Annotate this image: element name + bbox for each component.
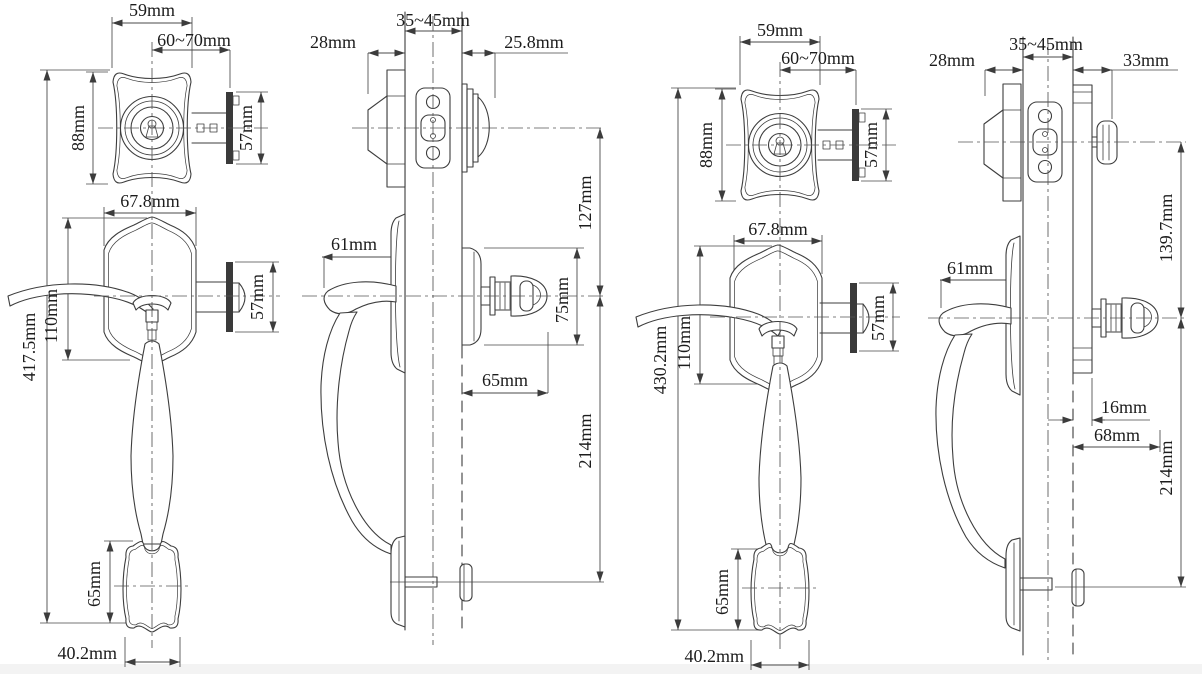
dim-bottom-plate-width-b: 40.2mm [684,646,744,666]
dim-interior-knob-projection-a: 65mm [482,370,528,390]
view-model-a-side: 28mm 35~45mm 25.8mm 127mm 61mm 75mm 65mm… [302,10,604,645]
bolt-washer [1071,568,1085,607]
dim-bottom-plate-height-a: 65mm [84,561,104,607]
dim-rosette-height-b: 88mm [696,122,716,168]
mounting-bolt [1019,577,1053,591]
dim-interior-plate-thickness-b: 16mm [1101,397,1147,417]
dim-backset-b: 60~70mm [781,48,855,68]
dim-door-thickness-b: 35~45mm [1009,34,1083,54]
dim-latch-plate-top-a: 57mm [236,105,256,151]
view-model-b-front: 59mm 60~70mm 88mm 57mm 67.8mm 110mm 430.… [635,20,900,670]
dim-bottom-plate-width-a: 40.2mm [57,643,117,663]
deadbolt-thumbturn [1091,120,1118,165]
interior-rose-profile [461,247,482,346]
interior-trim-plate [1072,84,1093,374]
page-edge-band [0,664,1202,674]
dim-interior-knob-projection-b: 68mm [1094,425,1140,445]
dim-overall-height-b: 430.2mm [650,326,670,395]
dim-door-thickness-a: 35~45mm [396,10,470,30]
view-model-a-front: 59mm 60~70mm 88mm 57mm 67.8mm 110mm 417.… [7,0,280,667]
dim-escutcheon-width-b: 67.8mm [748,219,808,239]
handle-latch [819,282,870,354]
deadbolt-exterior-housing [983,83,1022,202]
dim-latch-plate-top-b: 57mm [861,122,881,168]
dim-latch-plate-mid-b: 57mm [868,295,888,341]
dim-handle-to-bottom-a: 214mm [575,413,595,468]
dim-interior-rose-height-a: 75mm [552,277,572,323]
dim-rosette-width-b: 59mm [757,20,803,40]
dim-interior-rose-projection-a: 25.8mm [504,32,564,52]
grip-handle-side [320,311,392,555]
escutcheon-side-profile [390,213,406,374]
dim-overall-height-a: 417.5mm [19,313,39,382]
dim-deadbolt-to-handle-a: 127mm [575,175,595,230]
escutcheon-side-profile [1005,235,1021,396]
grip-bottom-plate-side [390,535,406,628]
dim-latch-plate-mid-a: 57mm [247,274,267,320]
dim-escutcheon-width-a: 67.8mm [120,191,180,211]
dim-handle-projection-b: 61mm [947,258,993,278]
dim-exterior-projection-a: 28mm [310,32,356,52]
deadbolt-exterior-housing [367,69,406,188]
dim-escutcheon-height-b: 110mm [674,316,694,370]
dim-backset-a: 60~70mm [157,30,231,50]
dim-exterior-projection-b: 28mm [929,50,975,70]
handle-latch [195,261,246,333]
dim-bottom-plate-height-b: 65mm [712,569,732,615]
grip-bottom-plate-side [1005,537,1021,632]
dim-handle-to-bottom-b: 214mm [1156,440,1176,495]
dim-handle-projection-a: 61mm [331,234,377,254]
thumb-lever-side [323,281,397,315]
view-model-b-side: 28mm 35~45mm 33mm 139.7mm 61mm 16mm 68mm… [928,34,1186,660]
dim-escutcheon-height-a: 110mm [41,289,61,343]
dim-rosette-width-a: 59mm [129,0,175,20]
thumb-lever-side [938,303,1012,337]
grip-handle-side [935,333,1006,569]
dim-deadbolt-to-handle-b: 139.7mm [1156,194,1176,263]
dim-rosette-height-a: 88mm [68,105,88,151]
dim-interior-trim-projection-b: 33mm [1123,50,1169,70]
bolt-washer [459,563,473,602]
